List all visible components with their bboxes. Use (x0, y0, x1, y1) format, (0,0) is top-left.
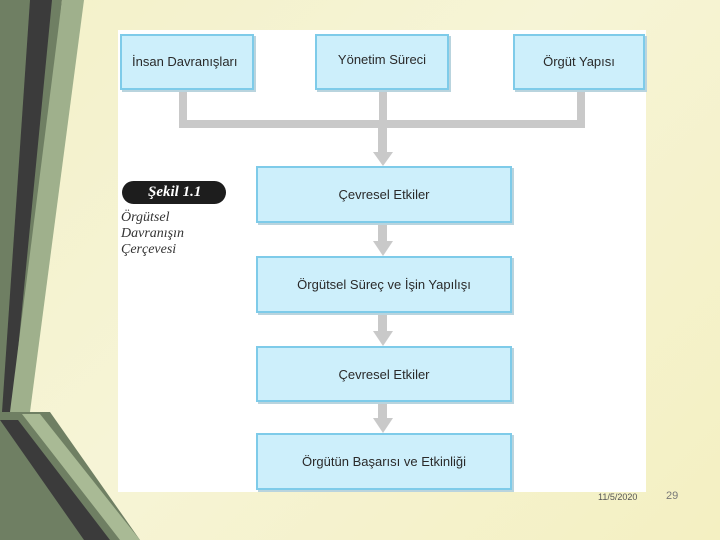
figure-label-badge: Şekil 1.1 (122, 181, 226, 204)
box-orgutun-basarisi: Örgütün Başarısı ve Etkinliği (256, 433, 512, 490)
box-cevresel-etkiler-1: Çevresel Etkiler (256, 166, 512, 223)
connector-to-flow (378, 128, 387, 152)
connector-center-drop (379, 90, 387, 126)
connector-flow-3 (378, 402, 387, 418)
box-orgut-yapisi: Örgüt Yapısı (513, 34, 645, 90)
caption-line: Çerçevesi (121, 242, 177, 257)
box-label: Yönetim Süreci (337, 52, 427, 67)
connector-left-drop (179, 90, 187, 126)
left-bar-green (10, 0, 84, 412)
box-orgutsel-surec: Örgütsel Süreç ve İşin Yapılışı (256, 256, 512, 313)
bottom-stripe-black (0, 420, 110, 540)
box-label: Örgütsel Süreç ve İşin Yapılışı (297, 277, 471, 292)
page-number: 29 (666, 490, 679, 502)
left-bar-black (2, 0, 52, 412)
footer-date: 11/5/2020 (598, 492, 638, 502)
connector-right-drop (577, 90, 585, 126)
box-label: Örgüt Yapısı (543, 54, 615, 69)
box-label: Çevresel Etkiler (338, 187, 430, 202)
box-label: Örgütün Başarısı ve Etkinliği (301, 454, 467, 469)
arrowhead-1 (373, 152, 393, 166)
arrowhead-4 (373, 418, 393, 433)
connector-flow-1 (378, 223, 387, 241)
box-label: İnsan Davranışları (132, 54, 238, 69)
arrowhead-2 (373, 241, 393, 256)
caption-line: Örgütsel (121, 210, 170, 225)
figure-caption: Örgütsel Davranışın Çerçevesi (121, 210, 211, 258)
arrowhead-3 (373, 331, 393, 346)
box-yonetim-sureci: Yönetim Süreci (315, 34, 449, 90)
box-label: Çevresel Etkiler (338, 366, 430, 382)
box-cevresel-etkiler-2: Çevresel Etkiler (256, 346, 512, 402)
connector-flow-2 (378, 313, 387, 331)
caption-line: Davranışın (121, 226, 184, 241)
box-insan-davranislari: İnsan Davranışları (120, 34, 254, 90)
bottom-stripe-green (22, 414, 140, 540)
connector-horizontal (179, 120, 585, 128)
